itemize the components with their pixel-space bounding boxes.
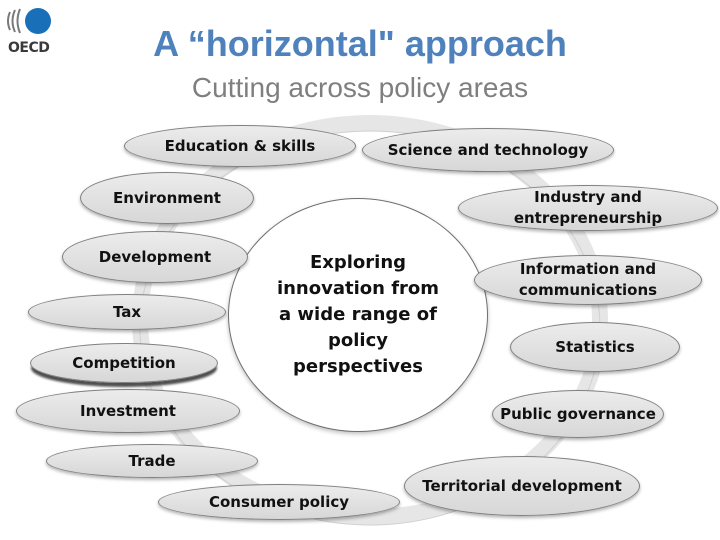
logo-text: OECD <box>8 40 50 56</box>
policy-area-competition: Competition <box>30 343 218 383</box>
center-circle: Exploring innovation from a wide range o… <box>228 198 488 432</box>
center-text: Exploring innovation from a wide range o… <box>276 252 440 377</box>
policy-area-trade: Trade <box>46 444 258 478</box>
policy-area-territorial: Territorial development <box>404 456 640 516</box>
policy-area-consumer: Consumer policy <box>158 484 400 520</box>
policy-area-education: Education & skills <box>124 125 356 167</box>
policy-area-science: Science and technology <box>362 128 614 172</box>
policy-area-tax: Tax <box>28 294 226 330</box>
policy-area-governance: Public governance <box>492 390 664 438</box>
policy-area-development: Development <box>62 231 248 283</box>
policy-area-industry: Industry and entrepreneurship <box>458 185 718 231</box>
policy-area-statistics: Statistics <box>510 322 680 372</box>
oecd-logo: OECD <box>6 6 60 58</box>
policy-area-investment: Investment <box>16 389 240 433</box>
policy-area-environment: Environment <box>80 172 254 224</box>
page-subtitle: Cutting across policy areas <box>191 72 529 103</box>
policy-area-ict: Information and communications <box>474 255 702 305</box>
page-title: A “horizontal" approach <box>153 23 567 64</box>
